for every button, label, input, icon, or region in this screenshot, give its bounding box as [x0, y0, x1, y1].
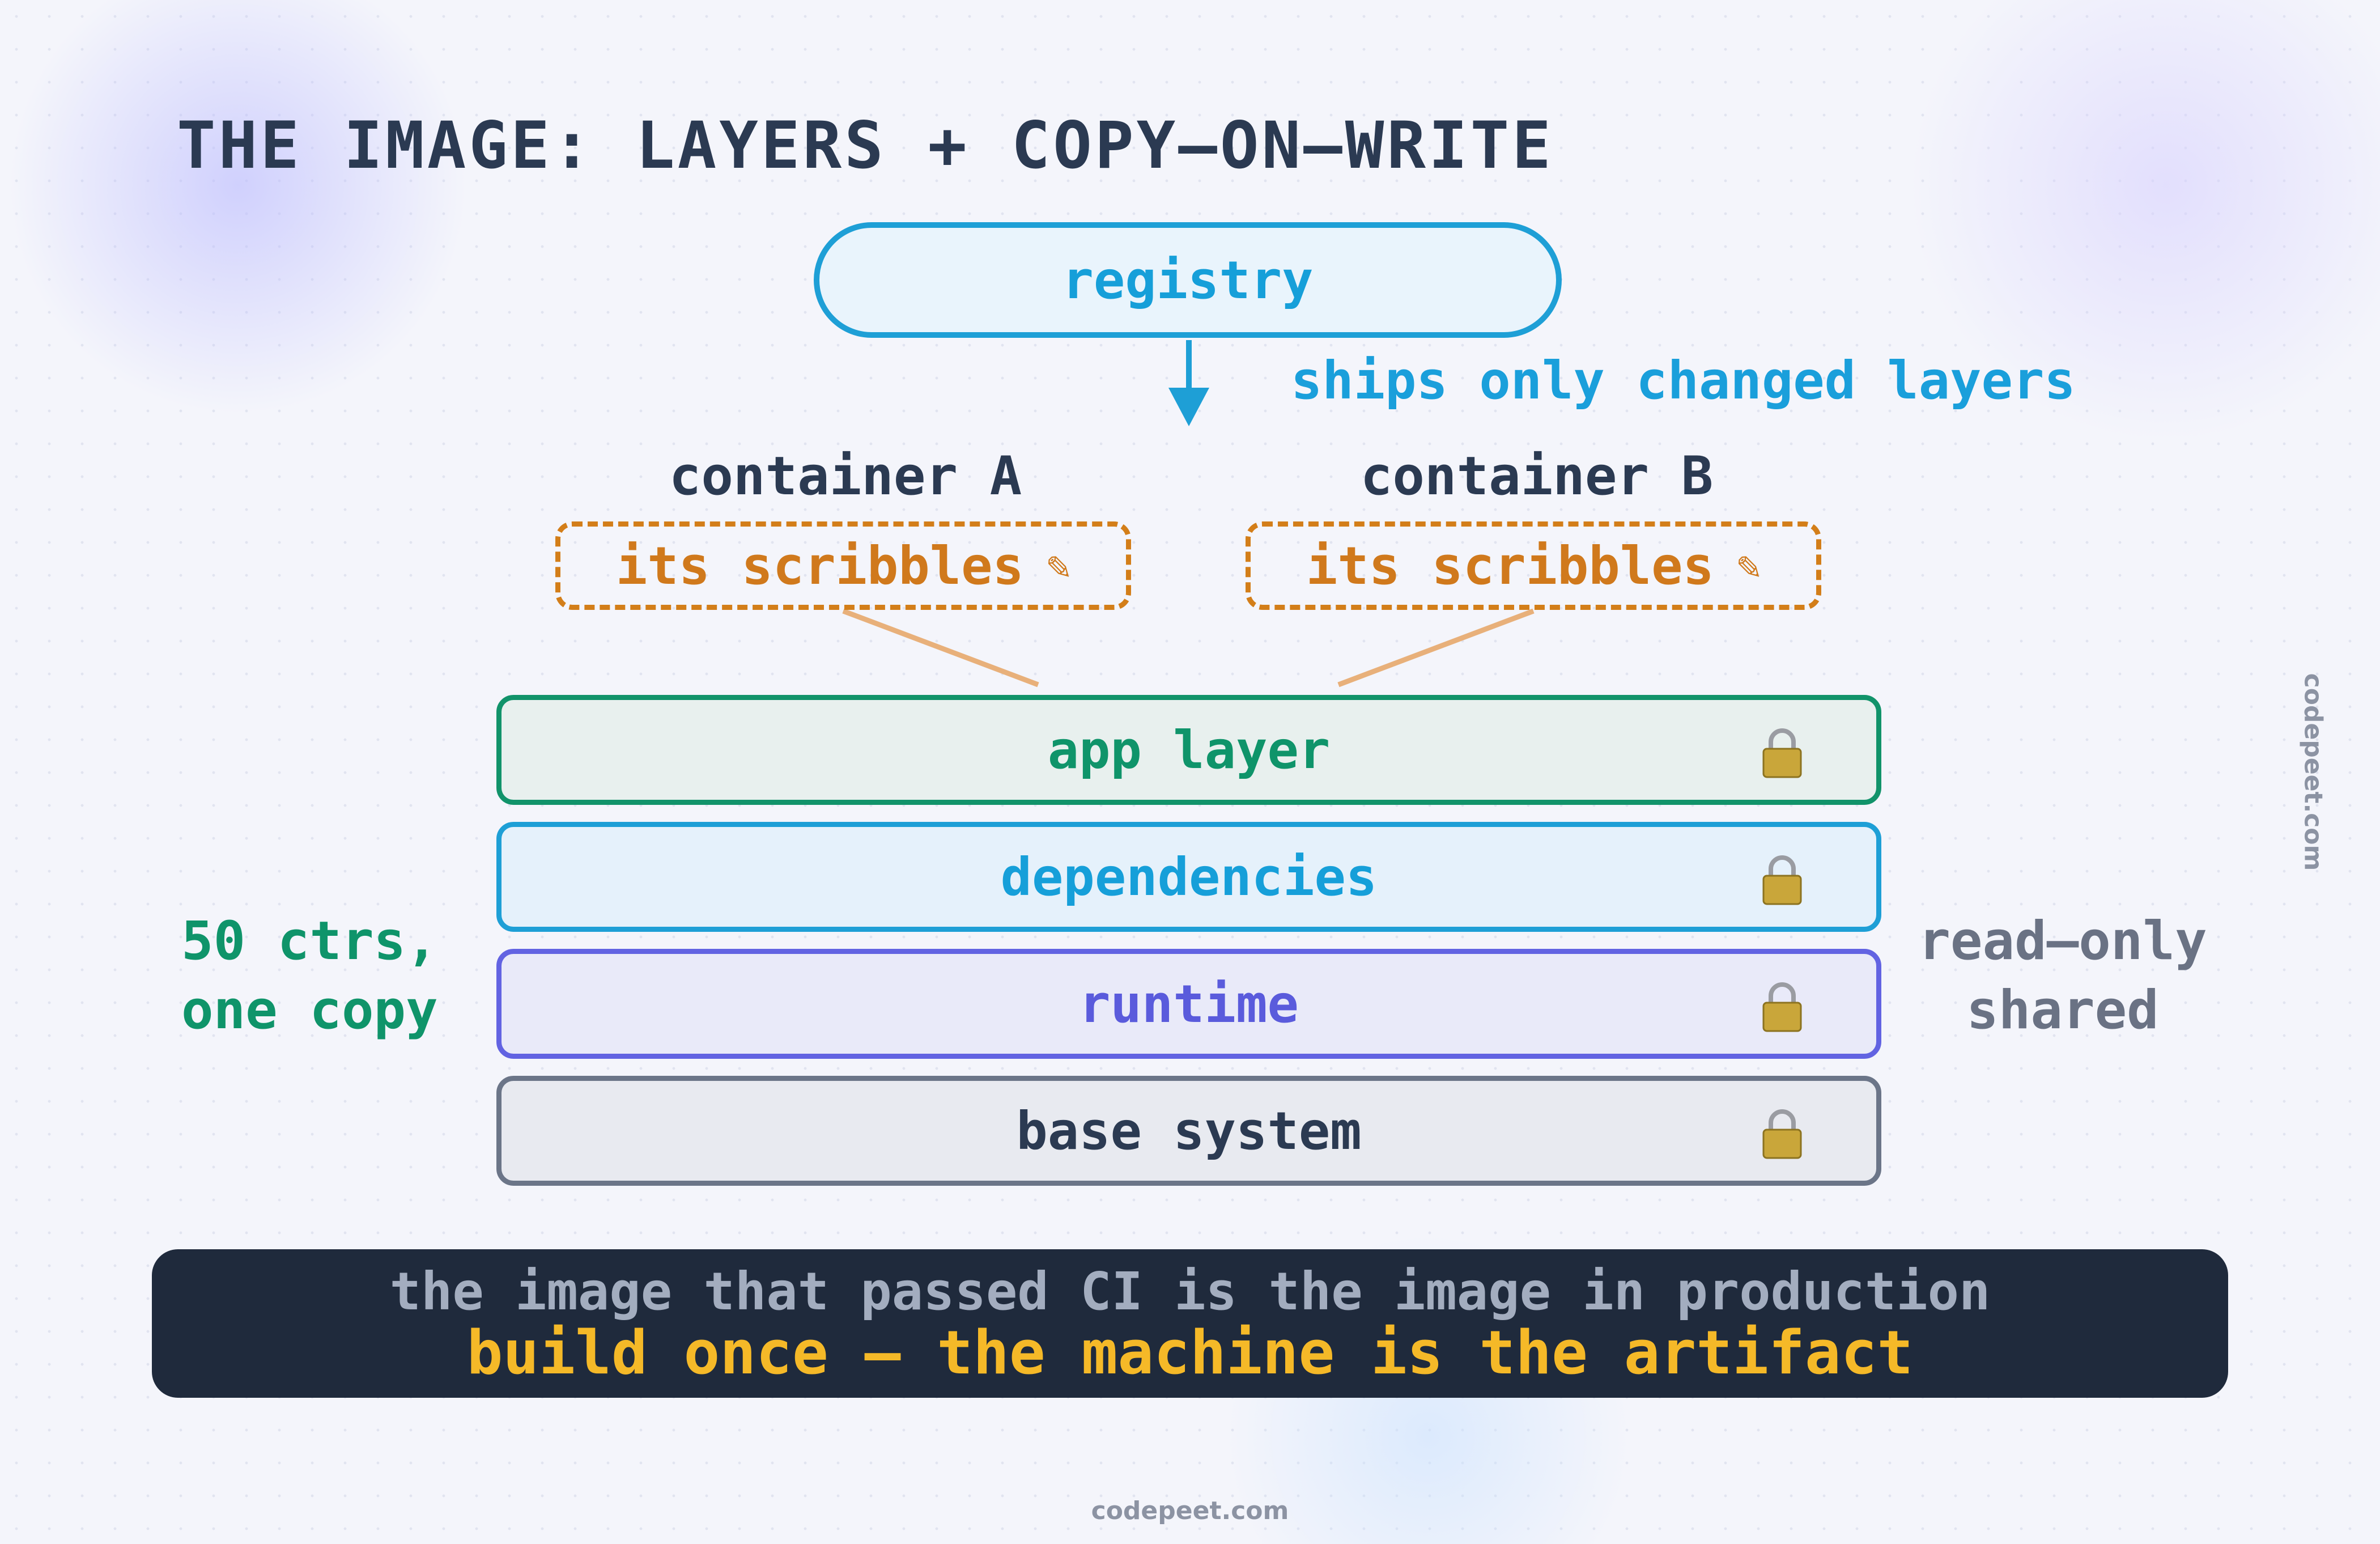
registry-box: registry [814, 222, 1562, 338]
side-note-line: shared [1966, 979, 2159, 1041]
scribbles-label: its scribbles [615, 535, 1024, 596]
lock-icon [1762, 982, 1802, 1032]
layer-label: runtime [1079, 973, 1299, 1034]
layer-label: base system [1016, 1100, 1362, 1161]
layer-base-system: base system [496, 1076, 1881, 1186]
lock-icon [1762, 1109, 1802, 1159]
container-a-label: container A [669, 446, 1022, 507]
container-a-scribbles: its scribbles ✎ [555, 521, 1131, 610]
side-note-line: one copy [181, 979, 438, 1041]
lock-icon [1762, 855, 1802, 905]
scribbles-label: its scribbles [1306, 535, 1714, 596]
footer-watermark: codepeet.com [1091, 1496, 1289, 1525]
scribble-link-a [842, 608, 1039, 688]
side-note-left: 50 ctrs, one copy [181, 907, 438, 1045]
layer-app: app layer [496, 695, 1881, 805]
lock-icon [1762, 728, 1802, 778]
pencil-icon: ✎ [1736, 542, 1761, 589]
container-b-label: container B [1360, 446, 1714, 507]
layer-dependencies: dependencies [496, 822, 1881, 932]
side-note-line: read–only [1918, 910, 2207, 972]
pencil-icon: ✎ [1046, 542, 1071, 589]
side-note-line: 50 ctrs, [181, 910, 438, 972]
container-b-scribbles: its scribbles ✎ [1246, 521, 1821, 610]
scribble-link-b [1337, 608, 1535, 688]
registry-label: registry [1062, 249, 1314, 311]
registry-arrow-head [1168, 388, 1209, 426]
side-watermark: codepeet.com [2298, 673, 2328, 871]
page-title: THE IMAGE: LAYERS + COPY–ON–WRITE [177, 108, 1554, 183]
layer-label: app layer [1047, 719, 1331, 781]
banner-line-1: the image that passed CI is the image in… [389, 1261, 1991, 1322]
summary-banner: the image that passed CI is the image in… [152, 1249, 2228, 1398]
layer-label: dependencies [1000, 846, 1378, 907]
banner-line-2: build once — the machine is the artifact [466, 1318, 1914, 1388]
registry-arrow-label: ships only changed layers [1291, 350, 2076, 411]
layer-runtime: runtime [496, 949, 1881, 1059]
side-note-right: read–only shared [1893, 907, 2233, 1045]
